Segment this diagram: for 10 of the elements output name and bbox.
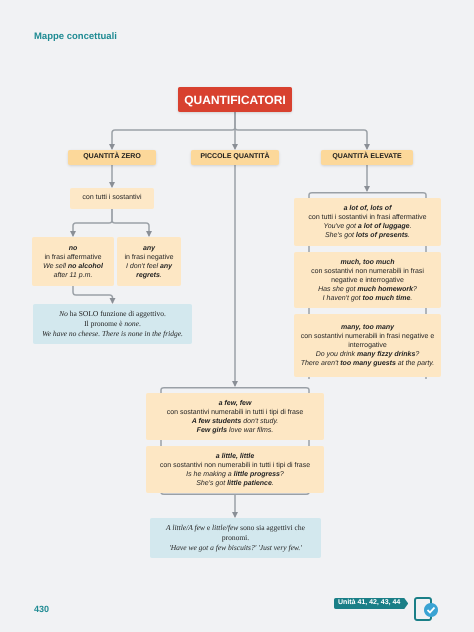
page-number: 430 <box>34 603 50 616</box>
connector-arrow <box>109 165 115 188</box>
connector-arrow <box>72 286 116 304</box>
connector-arrow <box>232 495 238 518</box>
connector-arrow <box>232 165 238 387</box>
connector-arrow <box>234 112 370 150</box>
connector-arrow <box>364 165 370 192</box>
section-heading: Mappe concettuali <box>34 30 117 44</box>
title-box: QUANTIFICATORI <box>178 87 292 112</box>
connector-arrow <box>111 209 152 237</box>
